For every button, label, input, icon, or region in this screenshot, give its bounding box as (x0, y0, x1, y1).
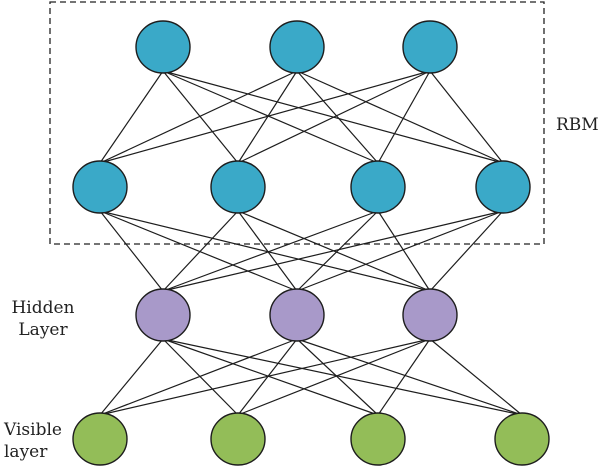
edge-rbm-bottom-3-to-hidden-1 (162, 210, 379, 292)
edge-rbm-bottom-4-to-hidden-1 (162, 210, 504, 292)
edge-rbm-top-3-to-rbm-bottom-3 (377, 70, 431, 164)
edge-hidden-3-to-visible-2 (237, 338, 431, 416)
visible-layer-label: Visible layer (4, 419, 64, 463)
rbm-bottom-node-1 (72, 160, 128, 214)
edge-rbm-bottom-3-to-hidden-3 (377, 210, 431, 292)
visible-label-line-1: Visible (4, 420, 62, 440)
edge-rbm-top-2-to-rbm-bottom-1 (99, 70, 298, 164)
hidden-label-line-2: Layer (18, 320, 68, 340)
edge-rbm-top-2-to-rbm-bottom-3 (296, 70, 379, 164)
network-nodes (72, 20, 550, 466)
visible-node-4 (494, 412, 550, 466)
edge-rbm-bottom-4-to-hidden-3 (429, 210, 504, 292)
rbm-bottom-node-2 (210, 160, 266, 214)
edge-rbm-bottom-4-to-hidden-2 (296, 210, 504, 292)
edge-hidden-1-to-visible-2 (162, 338, 239, 416)
edge-hidden-2-to-visible-4 (296, 338, 523, 416)
edge-hidden-1-to-visible-1 (99, 338, 164, 416)
rbm-bottom-node-3 (350, 160, 406, 214)
edge-rbm-bottom-2-to-hidden-2 (237, 210, 298, 292)
visible-label-line-2: layer (4, 442, 48, 462)
edge-rbm-top-1-to-rbm-bottom-1 (99, 70, 164, 164)
rbm-top-node-2 (269, 20, 325, 74)
edge-hidden-1-to-visible-3 (162, 338, 379, 416)
edge-hidden-3-to-visible-1 (99, 338, 431, 416)
edge-rbm-top-2-to-rbm-bottom-2 (237, 70, 298, 164)
visible-node-1 (72, 412, 128, 466)
hidden-layer-label: Hidden Layer (10, 297, 76, 341)
edge-rbm-bottom-1-to-hidden-1 (99, 210, 164, 292)
rbm-top-node-3 (402, 20, 458, 74)
edge-rbm-bottom-1-to-hidden-3 (99, 210, 431, 292)
rbm-label: RBM (556, 115, 599, 135)
edge-rbm-bottom-3-to-hidden-2 (296, 210, 379, 292)
edge-rbm-bottom-2-to-hidden-1 (162, 210, 239, 292)
edge-rbm-top-3-to-rbm-bottom-2 (237, 70, 431, 164)
edge-hidden-2-to-visible-3 (296, 338, 379, 416)
edge-rbm-bottom-1-to-hidden-2 (99, 210, 298, 292)
edge-rbm-top-1-to-rbm-bottom-2 (162, 70, 239, 164)
edge-hidden-3-to-visible-3 (377, 338, 431, 416)
visible-node-2 (210, 412, 266, 466)
hidden-node-1 (135, 288, 191, 342)
edge-hidden-3-to-visible-4 (429, 338, 523, 416)
rbm-bottom-node-4 (475, 160, 531, 214)
edge-hidden-1-to-visible-4 (162, 338, 523, 416)
edge-rbm-top-3-to-rbm-bottom-4 (429, 70, 504, 164)
edge-rbm-top-1-to-rbm-bottom-3 (162, 70, 379, 164)
visible-node-3 (350, 412, 406, 466)
edge-rbm-top-2-to-rbm-bottom-4 (296, 70, 504, 164)
hidden-label-line-1: Hidden (11, 298, 75, 318)
connection-edges (99, 70, 523, 416)
edge-rbm-top-3-to-rbm-bottom-1 (99, 70, 431, 164)
rbm-dashed-box (49, 1, 545, 245)
hidden-node-2 (269, 288, 325, 342)
rbm-top-node-1 (135, 20, 191, 74)
edge-hidden-2-to-visible-1 (99, 338, 298, 416)
hidden-node-3 (402, 288, 458, 342)
